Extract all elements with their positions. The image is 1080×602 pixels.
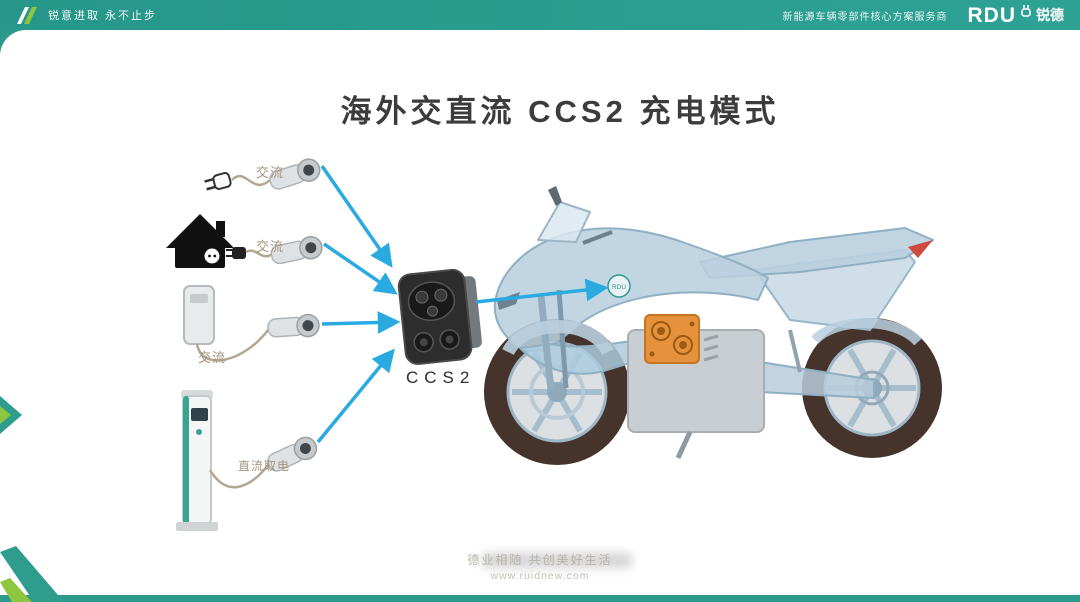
label-ac-1: 交流 bbox=[256, 165, 285, 180]
label-dc: 直流取电 bbox=[238, 459, 291, 473]
footer-watermark-smudge bbox=[482, 553, 632, 568]
ccs2-label: CCS2 bbox=[406, 368, 476, 387]
plug-glyph-icon bbox=[1021, 5, 1031, 17]
footer-website: www.ruidnew.com bbox=[490, 570, 590, 582]
footer-slogan: 德业相随 共创美好生活 bbox=[467, 553, 613, 567]
label-ac-2: 交流 bbox=[256, 239, 285, 254]
brand-logo: RDU 锐德 bbox=[968, 5, 1065, 26]
top-bar: 锐意进取 永不止步 新能源车辆零部件核心方案服务商 RDU 锐德 bbox=[0, 0, 1080, 30]
label-ac-3: 交流 bbox=[198, 350, 227, 365]
header-slogan: 锐意进取 永不止步 bbox=[48, 10, 158, 22]
slide-title: 海外交直流 CCS2 充电模式 bbox=[340, 94, 780, 129]
brand-text: RDU bbox=[967, 3, 1016, 27]
header-tagline: 新能源车辆零部件核心方案服务商 bbox=[782, 11, 948, 23]
company-logo-icon bbox=[17, 7, 37, 24]
brand-text-cn: 锐德 bbox=[1036, 7, 1064, 23]
